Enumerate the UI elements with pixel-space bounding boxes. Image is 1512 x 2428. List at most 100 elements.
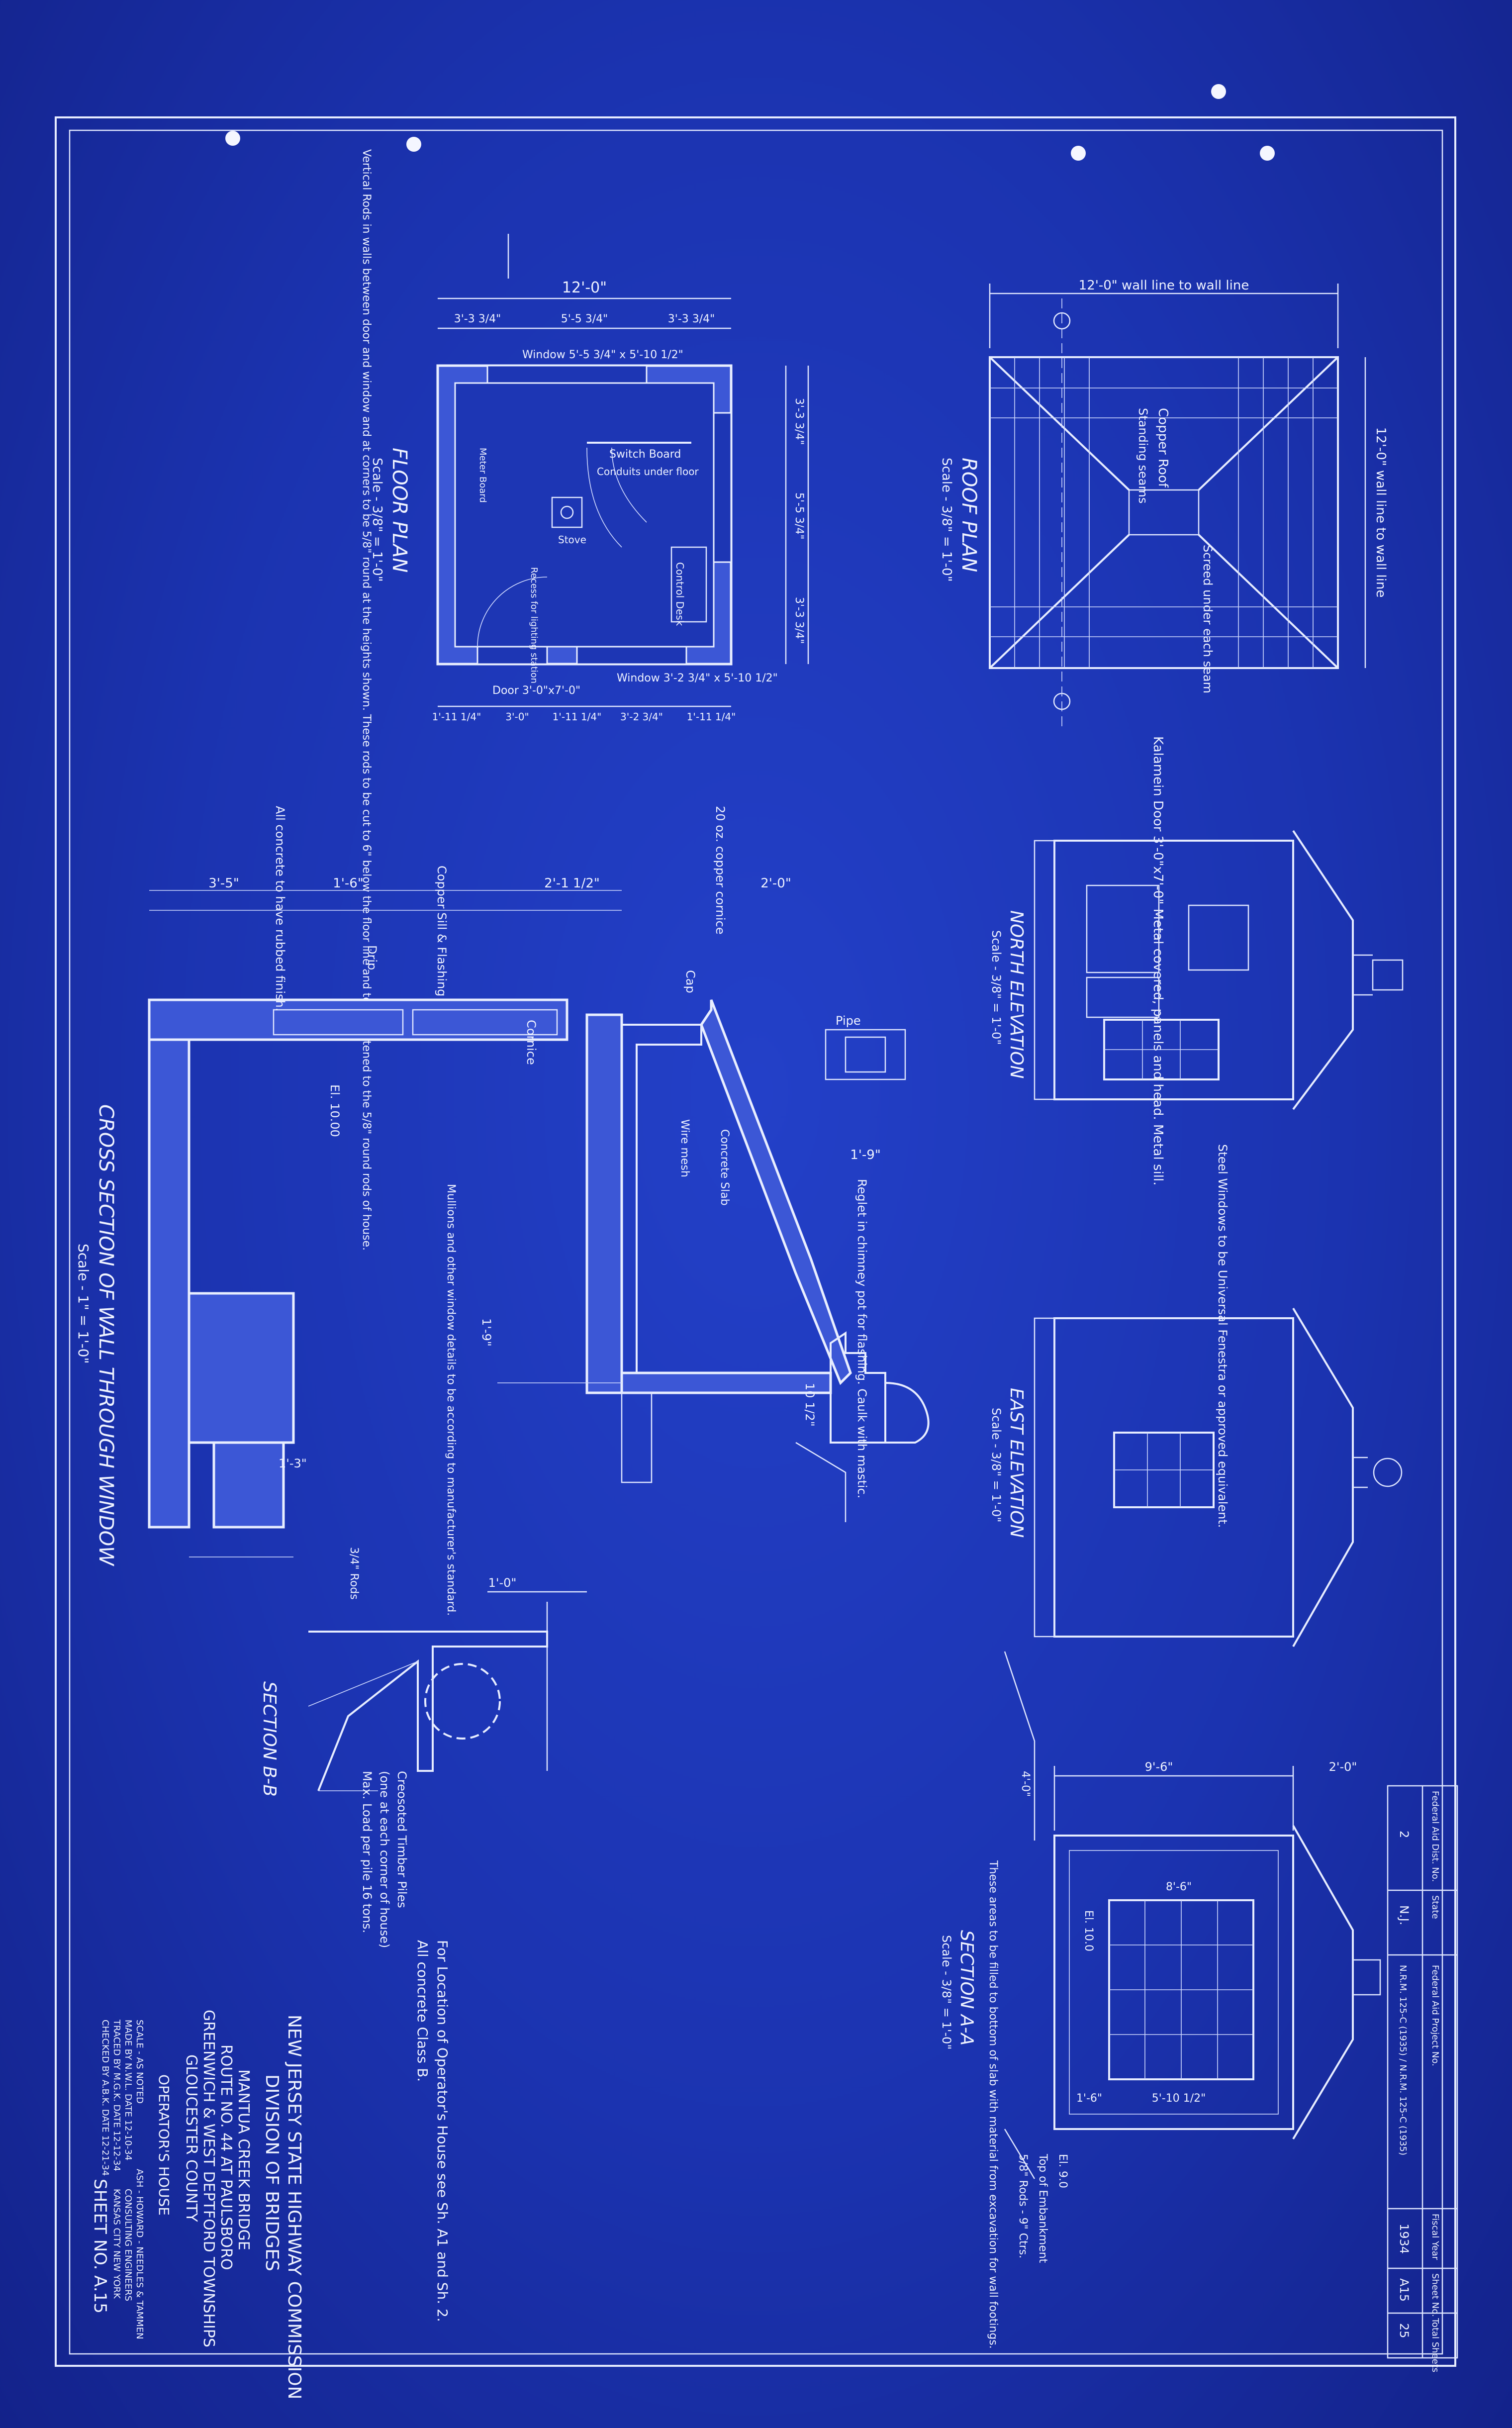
- punch-hole: [225, 131, 240, 146]
- vertical-rods-note: Vertical Rods in walls between door and …: [360, 149, 373, 1251]
- kalamein-door-note: Kalamein Door 3'-0"x7'-0" Metal covered,…: [1150, 736, 1165, 1185]
- wall-label: El. 10.00: [328, 1084, 342, 1137]
- title-scale: SCALE - AS NOTED: [134, 2020, 145, 2104]
- fed-header: Federal Aid Dist. No.: [1430, 1791, 1440, 1882]
- wall-dim: 10 1/2": [803, 1383, 817, 1427]
- floor-label: Conduits under floor: [597, 466, 699, 478]
- punch-hole: [1260, 146, 1275, 161]
- title-townships: GREENWICH & WEST DEPTFORD TOWNSHIPS: [200, 2010, 217, 2347]
- wall-note: All concrete to have rubbed finish.: [273, 806, 287, 1011]
- fed-cell: 2: [1397, 1831, 1411, 1838]
- floor-plan-scale: Scale - 3/8" = 1'-0": [370, 458, 384, 582]
- floor-dim: 3'-2 3/4": [620, 711, 663, 723]
- fed-header: Federal Aid Project No.: [1430, 1965, 1440, 2066]
- wall-label: Copper Sill & Flashing: [435, 866, 449, 996]
- section-aa-dim: 2'-0": [1329, 1760, 1357, 1774]
- section-aa-dim: 1'-6": [1076, 2092, 1102, 2105]
- federal-aid-table: [1387, 1785, 1458, 2359]
- wall-dim: 1'-9": [850, 1148, 881, 1163]
- floor-dim: 1'-11 1/4": [553, 711, 602, 723]
- section-aa-note: Top of Embankment: [1037, 2153, 1049, 2263]
- north-elevation-title: NORTH ELEVATION: [1006, 910, 1027, 1078]
- floor-dim: 1'-11 1/4": [432, 711, 481, 723]
- wall-label: Pipe: [836, 1014, 861, 1028]
- wall-label: Cap: [683, 970, 697, 993]
- wall-cross-section: [148, 890, 930, 1557]
- floor-plan: [436, 234, 809, 707]
- title-checked-by: CHECKED BY A.B.K. DATE 12-21-34: [100, 2020, 110, 2176]
- section-aa-note: These areas to be filled to bottom of sl…: [987, 1860, 999, 2349]
- floor-label: Window 3'-2 3/4" x 5'-10 1/2": [617, 672, 778, 684]
- roof-label: Standing seams: [1136, 408, 1150, 503]
- wall-label: 20 oz. copper cornice: [713, 806, 727, 934]
- wall-note: Mullions and other window details to be …: [445, 1184, 457, 1616]
- section-aa-dim: 4'-0": [1019, 1771, 1032, 1797]
- wall-dim: 3'-5": [208, 876, 239, 891]
- location-note: For Location of Operator's House see Sh.…: [434, 1940, 451, 2322]
- title-route: ROUTE NO. 44 AT PAULSBORO: [217, 2044, 235, 2270]
- wall-label: Cornice: [524, 1020, 538, 1065]
- floor-label: Control Desk: [674, 562, 686, 626]
- title-bridge: MANTUA CREEK BRIDGE: [235, 2069, 252, 2250]
- east-elevation: [1034, 1307, 1403, 1647]
- roof-plan-scale: Scale - 3/8" = 1'-0": [939, 458, 954, 582]
- title-firm-cities: KANSAS CITY NEW YORK: [111, 2189, 122, 2299]
- wall-note: Wire mesh: [678, 1119, 691, 1177]
- roof-plan-title: ROOF PLAN: [957, 458, 980, 572]
- east-elevation-scale: Scale - 3/8" = 1'-0": [989, 1408, 1003, 1522]
- floor-dim: 3'-3 3/4": [793, 597, 805, 644]
- sheet-border-outer: [55, 116, 1456, 2367]
- fed-cell: N.J.: [1397, 1905, 1411, 1925]
- floor-plan-dim-total: 12'-0": [562, 279, 607, 296]
- floor-label: Meter Board: [477, 448, 488, 503]
- sheet-border-inner: [69, 129, 1443, 2355]
- title-drawing: OPERATOR'S HOUSE: [156, 2074, 172, 2216]
- section-bb-note: (one at each corner of house): [378, 1771, 391, 1948]
- floor-label: Recess for lighting station: [529, 567, 539, 683]
- floor-dim: 3'-3 3/4": [793, 398, 805, 445]
- section-aa-elev: El. 9.0: [1056, 2154, 1069, 2188]
- section-aa-title: SECTION A-A: [956, 1930, 977, 2045]
- section-aa-dim: 5'-10 1/2": [1152, 2092, 1206, 2105]
- floor-dim: 3'-0": [505, 711, 529, 723]
- title-agency: NEW JERSEY STATE HIGHWAY COMMISSION: [284, 2015, 304, 2400]
- wall-dim: 1'-3": [279, 1457, 307, 1470]
- floor-label: Switch Board: [609, 448, 681, 461]
- title-block: NEW JERSEY STATE HIGHWAY COMMISSION DIVI…: [90, 2010, 304, 2400]
- fed-header: State: [1430, 1895, 1440, 1919]
- floor-plan-title: FLOOR PLAN: [388, 448, 411, 573]
- north-elevation-scale: Scale - 3/8" = 1'-0": [989, 930, 1003, 1045]
- wall-label: Drip: [365, 945, 379, 970]
- concrete-note: All concrete Class B.: [414, 1940, 431, 2082]
- section-bb: [308, 1591, 587, 1791]
- floor-label: Stove: [558, 534, 586, 546]
- title-traced-by: TRACED BY M.G.K. DATE 12-12-34: [111, 2019, 122, 2171]
- floor-dim: 5'-5 3/4": [793, 492, 805, 540]
- section-bb-dim: 1'-0": [488, 1576, 517, 1590]
- title-firm: ASH - HOWARD - NEEDLES & TAMMEN: [134, 2169, 145, 2339]
- title-county: GLOUCESTER COUNTY: [183, 2054, 200, 2222]
- wall-dim: 2'-0": [760, 876, 791, 891]
- fed-header: Fiscal Year: [1430, 2214, 1440, 2260]
- punch-hole: [406, 137, 421, 152]
- section-bb-note: Creosoted Timber Piles: [395, 1771, 409, 1908]
- section-aa: [1004, 1651, 1381, 2179]
- wall-dim: 2'-1 1/2": [544, 876, 600, 891]
- wall-section-title: CROSS SECTION OF WALL THROUGH WINDOW: [94, 1104, 117, 1566]
- section-aa-note: 5/8" Rods - 9" Ctrs.: [1017, 2154, 1029, 2258]
- floor-dim: 3'-3 3/4": [668, 313, 715, 325]
- section-bb-dim: 3/4" Rods: [348, 1547, 360, 1600]
- wall-dim: 1'-9": [479, 1318, 493, 1347]
- roof-label: Copper Roof: [1155, 408, 1170, 488]
- steel-windows-note: Steel Windows to be Universal Fenestra o…: [1216, 1144, 1229, 1528]
- wall-note: Concrete Slab: [718, 1129, 731, 1206]
- title-firm-role: CONSULTING ENGINEERS: [123, 2189, 133, 2301]
- fed-cell: A15: [1397, 2278, 1411, 2302]
- roof-label: Screed under each seam: [1201, 545, 1215, 693]
- title-division: DIVISION OF BRIDGES: [262, 2074, 282, 2271]
- floor-dim: 1'-11 1/4": [687, 711, 736, 723]
- section-aa-dim: 8'-6": [1166, 1881, 1192, 1893]
- east-elevation-title: EAST ELEVATION: [1006, 1388, 1027, 1538]
